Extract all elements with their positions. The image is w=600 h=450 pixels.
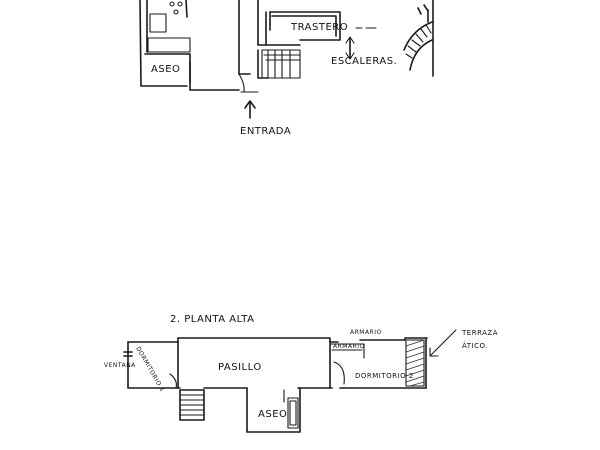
label-escaleras: ESCALERAS. (331, 56, 397, 67)
room-label-trastero: TRASTERO (290, 22, 348, 33)
room-label-dormitorio-2: DORMITORIO 2 (355, 372, 414, 380)
label-atico: ÁTICO. (462, 341, 488, 350)
ground-floor-plan: ASEO TRASTERO ESCALERAS. ENTRADA (139, 0, 434, 137)
room-label-aseo-upper: ASEO (258, 409, 287, 420)
label-armario-callout: ARMARIO (350, 329, 382, 336)
label-ventana: VENTANA (104, 362, 136, 369)
upper-floor-plan: 2. PLANTA ALTA (104, 314, 498, 433)
upper-floor-title: 2. PLANTA ALTA (170, 314, 254, 325)
label-terraza: TERRAZA (461, 329, 498, 337)
room-label-armario: ARMARIO (333, 343, 365, 350)
label-entrada: ENTRADA (240, 126, 291, 137)
room-label-pasillo: PASILLO (218, 362, 262, 373)
room-label-aseo-ground: ASEO (151, 64, 180, 75)
room-label-dormitorio-1: DORMITORIO 1 (134, 346, 166, 394)
